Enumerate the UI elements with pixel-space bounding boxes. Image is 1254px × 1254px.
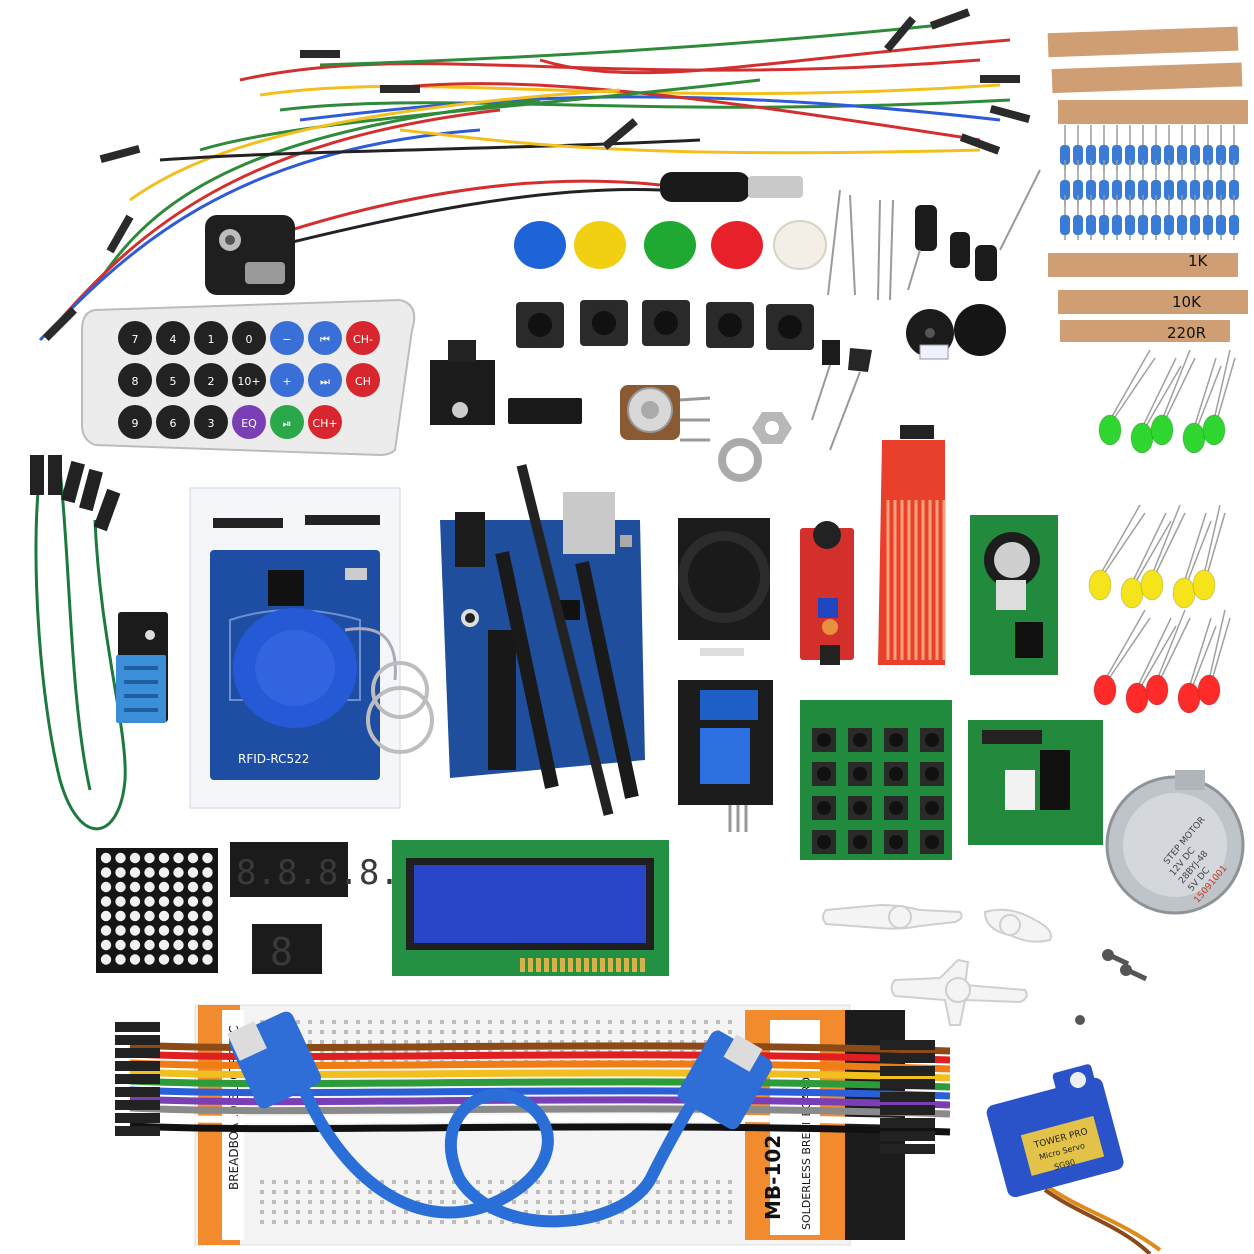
remote-key-label: CH [355, 375, 371, 388]
remote-key: 6 [156, 405, 190, 439]
remote-key: 9 [118, 405, 152, 439]
transistors [811, 340, 872, 451]
resistor-label-220r: 220R [1167, 324, 1206, 342]
ir-remote-control: 7 4 1 0 − ⏮ CH- 8 5 2 10+ + ⏭ CH 9 6 3 EQ ⏯ CH+ [81, 298, 416, 457]
ir-sensor-module [430, 340, 495, 425]
stepper-motor [1105, 770, 1245, 915]
sg90-servo [986, 1064, 1162, 1254]
remote-key-label: + [282, 375, 291, 388]
remote-key-label: 1 [208, 333, 215, 346]
remote-key: 10+ [232, 363, 266, 397]
stepper-driver-board [968, 720, 1103, 845]
rfid-module [189, 487, 434, 809]
water-level-sensor [878, 425, 946, 665]
dht11-sensor [116, 612, 168, 723]
remote-key-label: 7 [132, 333, 139, 346]
remote-key: 3 [194, 405, 228, 439]
battery-clip-9v [205, 215, 295, 295]
remote-key: − [270, 321, 304, 355]
remote-key-label: 8 [132, 375, 139, 388]
nuts-washers [718, 412, 792, 482]
led-groups [1088, 349, 1236, 714]
remote-key: ⏮ [308, 321, 342, 355]
remote-key-label: 3 [208, 417, 215, 430]
rtc-module [970, 515, 1058, 675]
remote-key: 7 [118, 321, 152, 355]
remote-key: CH- [346, 321, 380, 355]
remote-key: 8 [118, 363, 152, 397]
remote-key: 2 [194, 363, 228, 397]
arduino-uno-board [440, 492, 645, 799]
resistor-strips [1047, 26, 1248, 342]
remote-key: CH+ [308, 405, 342, 439]
remote-key-label: 5 [170, 375, 177, 388]
one-digit-readout: 8 [270, 930, 293, 974]
keypad-4x4 [800, 700, 952, 860]
remote-key-label: ⏮ [320, 333, 330, 346]
shift-register-ic [508, 398, 582, 424]
remote-keypad: 7 4 1 0 − ⏮ CH- 8 5 2 10+ + ⏭ CH 9 6 3 EQ ⏯ CH+ [118, 321, 380, 439]
remote-key: CH [346, 363, 380, 397]
breadboard-name: SOLDERLESS BREADBOARD [800, 1077, 813, 1230]
remote-key-label: 10+ [237, 375, 260, 388]
remote-key-label: 0 [246, 333, 253, 346]
remote-key-label: CH+ [312, 417, 337, 430]
remote-key: 0 [232, 321, 266, 355]
remote-key-label: EQ [241, 417, 257, 430]
sound-sensor-module [800, 521, 854, 665]
seven-segment-1-digit [252, 924, 322, 974]
remote-key-label: ⏯ [283, 417, 292, 430]
component-leads [827, 189, 894, 301]
relay-module [678, 680, 773, 832]
buzzers [906, 304, 1006, 360]
joystick-module [678, 518, 770, 656]
remote-key-label: 6 [170, 417, 177, 430]
remote-key-label: ⏭ [320, 375, 330, 388]
remote-key: 5 [156, 363, 190, 397]
remote-key-label: CH- [353, 333, 373, 346]
lcd-1602-module [392, 840, 669, 976]
breadboard-model: MB-102 [761, 1135, 785, 1220]
remote-key-label: 4 [170, 333, 177, 346]
seven-segment-4-digit [230, 842, 348, 897]
led-dot-matrix [96, 848, 218, 973]
remote-key: ⏭ [308, 363, 342, 397]
remote-key-label: 2 [208, 375, 215, 388]
screws [1075, 949, 1148, 1025]
servo-horns [822, 903, 1052, 1026]
remote-key: ⏯ [270, 405, 304, 439]
rfid-label: RFID-RC522 [238, 752, 309, 766]
resistor-label-10k: 10K [1172, 293, 1202, 311]
jumper-wire-pins [43, 8, 1031, 341]
arduino-long-header [516, 464, 614, 816]
button-caps [514, 220, 827, 270]
potentiometer [620, 385, 711, 442]
dupont-wires-left [30, 455, 127, 831]
remote-key: EQ [232, 405, 266, 439]
remote-key: 4 [156, 321, 190, 355]
usb-cable [227, 1011, 773, 1228]
resistor-label-1k: 1K [1188, 252, 1209, 270]
electrolytic-capacitors [907, 169, 1041, 291]
resistor-bodies [1060, 125, 1239, 240]
jumper-wire-bundle [38, 23, 1011, 342]
remote-key: 1 [194, 321, 228, 355]
tact-switches [516, 300, 814, 350]
dc-power-plug [259, 172, 803, 252]
four-digit-readout: 8.8.8.8. [236, 853, 400, 893]
remote-key: + [270, 363, 304, 397]
remote-key-label: 9 [132, 417, 139, 430]
remote-key-label: − [282, 333, 291, 346]
